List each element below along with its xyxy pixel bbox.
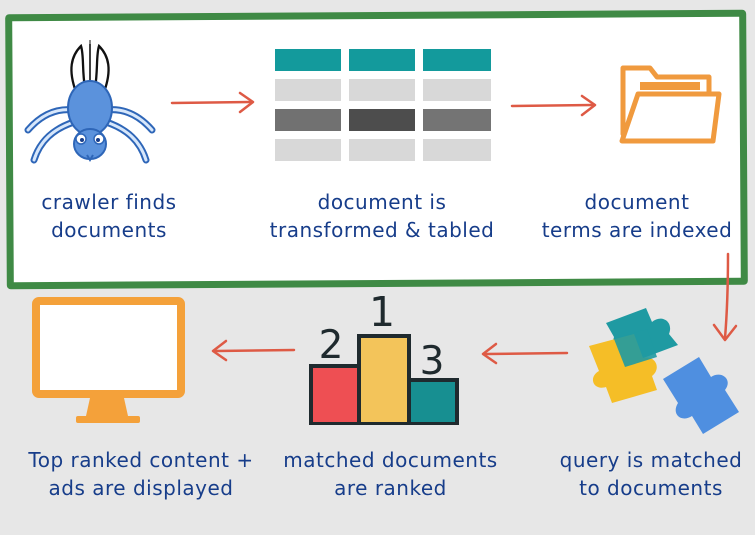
crawl-step-label: crawler finds documents <box>41 190 177 242</box>
index-step-label: document terms are indexed <box>541 190 733 242</box>
display-step-label: Top ranked content + ads are displayed <box>28 448 254 500</box>
folder-icon <box>619 65 722 144</box>
podium-icon: 2 1 3 <box>309 288 459 425</box>
rank-step-label: matched documents are ranked <box>283 448 498 500</box>
arrow-index-to-match <box>712 252 738 342</box>
podium-third-number: 3 <box>420 339 445 384</box>
spider-icon <box>24 40 156 164</box>
arrow-crawl-to-transform <box>170 91 255 114</box>
transform-step-label: document is transformed & tabled <box>269 190 495 242</box>
arrow-match-to-rank <box>481 342 569 365</box>
arrow-transform-to-index <box>510 94 597 117</box>
puzzle-icon <box>589 308 739 434</box>
match-step-label: query is matched to documents <box>559 448 743 500</box>
podium-second-number: 2 <box>319 323 344 368</box>
arrow-rank-to-display <box>211 339 296 362</box>
monitor-icon <box>32 297 185 423</box>
podium-first-number: 1 <box>369 288 395 336</box>
table-icon <box>275 49 491 161</box>
